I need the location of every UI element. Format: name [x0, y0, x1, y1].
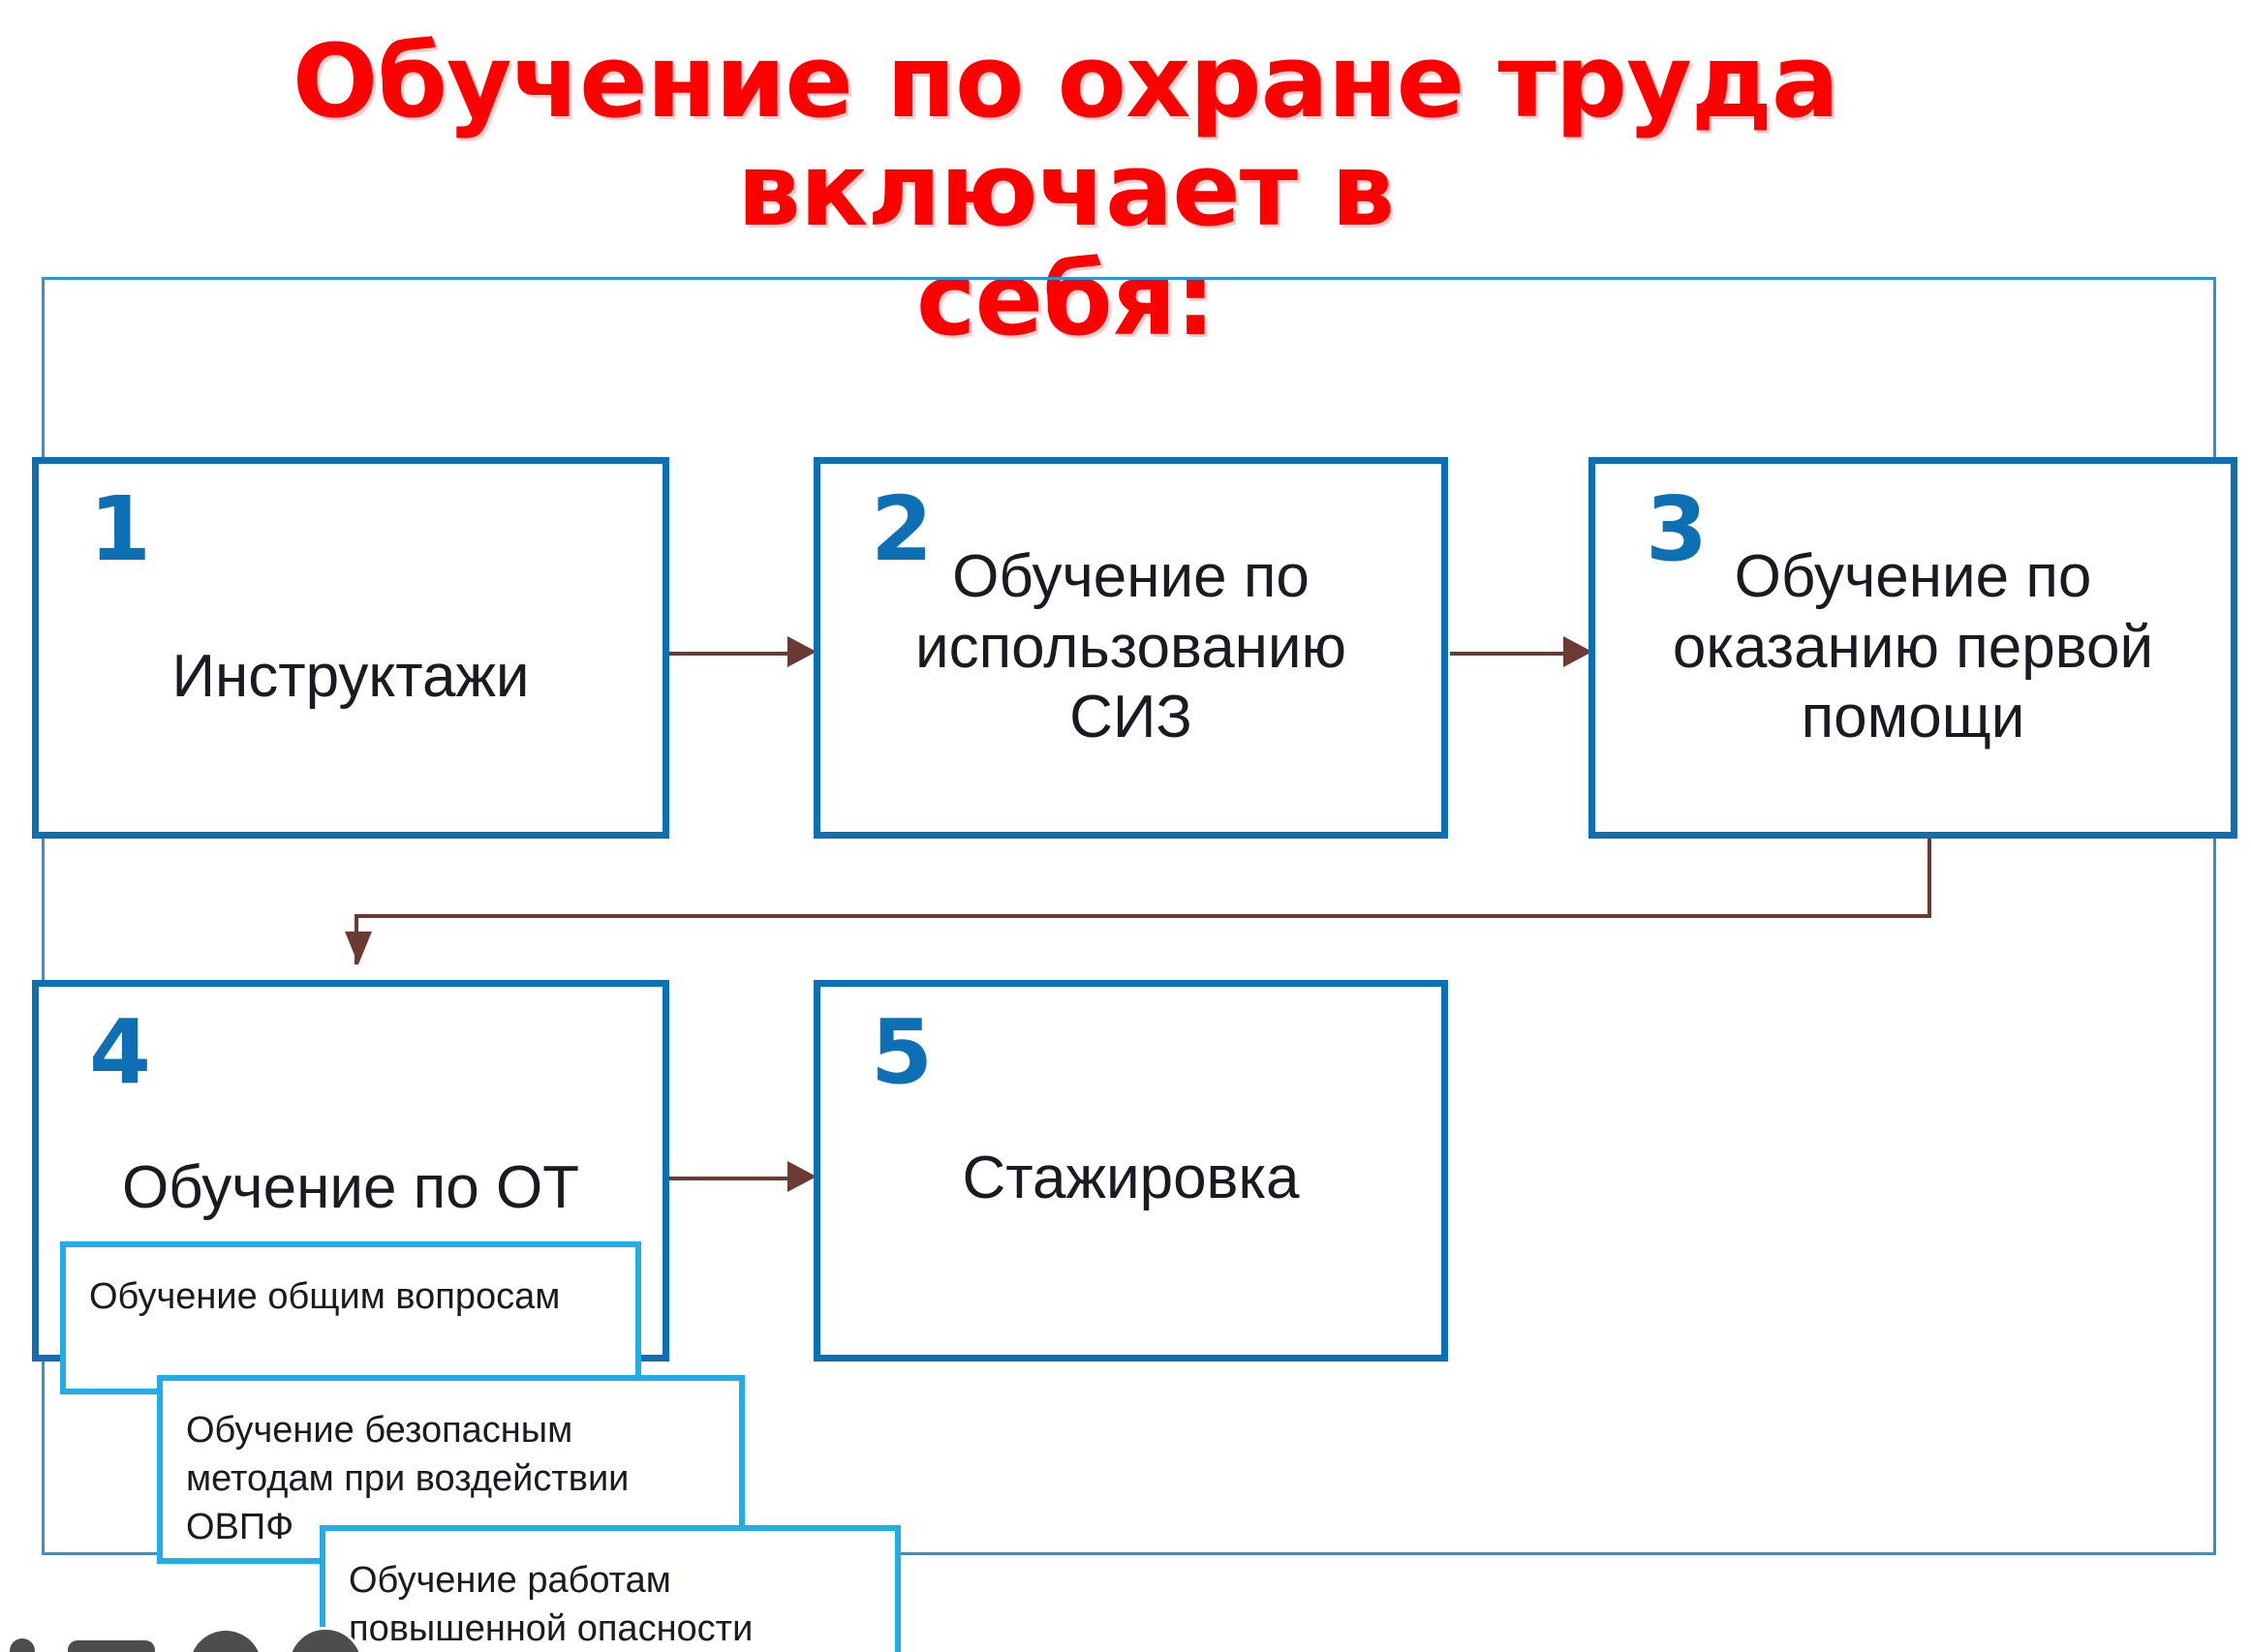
step-label-2: Обучение по использованию СИЗ — [914, 543, 1347, 751]
arrowhead-step1-to-step2-icon — [787, 636, 817, 667]
step-box-2[interactable]: 2 Обучение по использованию СИЗ — [814, 457, 1448, 839]
arrowhead-step3-to-step4-icon — [345, 932, 372, 964]
sub-box-label-3: Обучение работам повышенной опасности — [349, 1560, 754, 1650]
step-label-3: Обучение по оказанию первой помощи — [1672, 543, 2154, 751]
step-number-1: 1 — [89, 477, 151, 581]
sub-box-general-topics[interactable]: Обучение общим вопросам — [60, 1241, 641, 1394]
page-title: Обучение по охране труда включает в себя… — [292, 22, 1839, 358]
connector-step3-to-step4-horizontal — [355, 914, 1931, 918]
diagram-outer-frame — [42, 277, 2216, 1555]
step-number-3: 3 — [1646, 477, 1708, 581]
step-label-5: Стажировка — [962, 1144, 1300, 1211]
step-label-4: Обучение по ОТ — [121, 1153, 580, 1221]
step-box-1[interactable]: 1 Инструктажи — [32, 457, 669, 839]
step-box-3[interactable]: 3 Обучение по оказанию первой помощи — [1588, 457, 2237, 839]
arrowhead-step4-to-step5-icon — [787, 1161, 817, 1192]
sub-box-high-risk-works[interactable]: Обучение работам повышенной опасности — [320, 1525, 901, 1652]
connector-step2-to-step3 — [1450, 652, 1571, 656]
decorative-dot-icon — [10, 1638, 35, 1652]
connector-step3-to-step4-vertical-right — [1927, 839, 1931, 917]
step-label-1: Инструктажи — [171, 642, 530, 710]
step-number-5: 5 — [871, 1000, 933, 1104]
decorative-bar-icon — [68, 1640, 155, 1652]
decorative-circle-icon — [190, 1631, 262, 1652]
sub-box-label-2: Обучение безопасным методам при воздейст… — [186, 1410, 630, 1548]
step-number-4: 4 — [89, 1000, 151, 1104]
connector-step1-to-step2 — [669, 652, 793, 656]
step-box-5[interactable]: 5 Стажировка — [814, 980, 1448, 1361]
connector-step4-to-step5 — [669, 1177, 793, 1180]
step-number-2: 2 — [871, 477, 933, 581]
sub-box-label-1: Обучение общим вопросам — [89, 1276, 561, 1317]
arrowhead-step2-to-step3-icon — [1563, 636, 1592, 667]
